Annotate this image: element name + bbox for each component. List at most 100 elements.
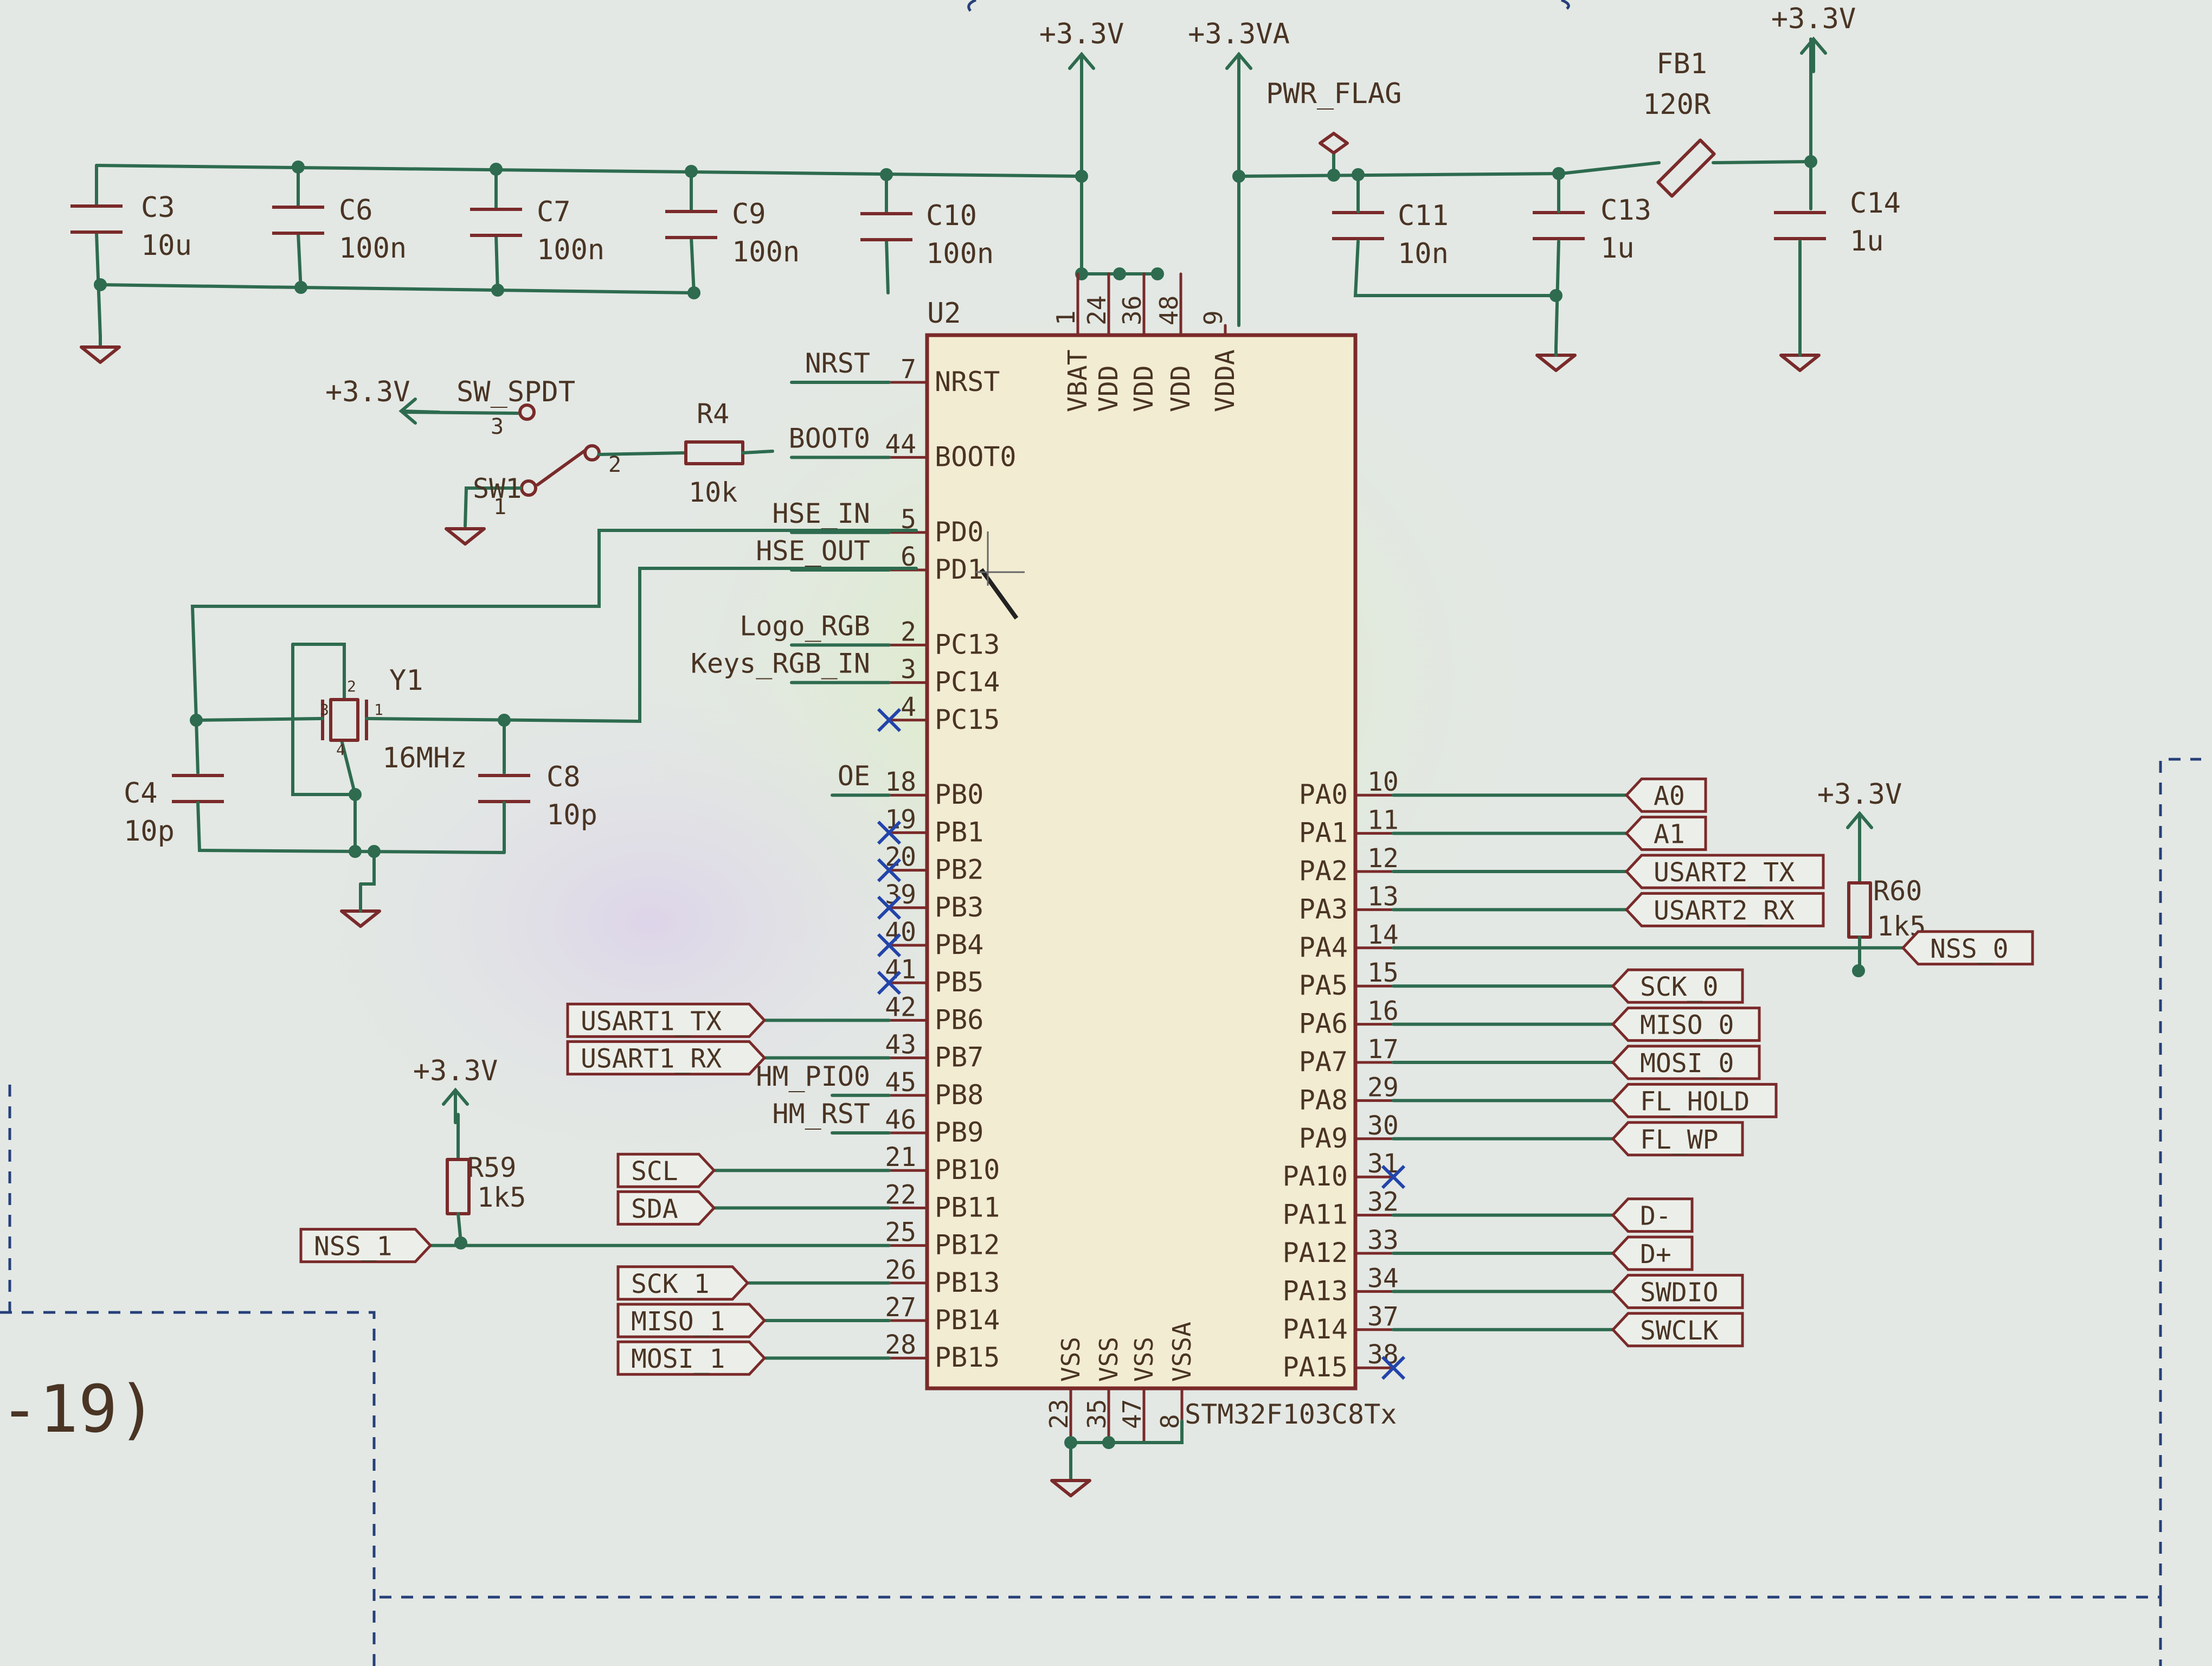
global-label-text: MISO_1 [631, 1306, 725, 1337]
ic-body[interactable] [925, 333, 1358, 1391]
resistor-ref: R4 [697, 398, 729, 430]
ic-pin-number: 9 [1199, 310, 1228, 325]
ic-pin-name: PC14 [935, 667, 1000, 698]
ic-pin-number: 22 [885, 1180, 916, 1210]
global-label-text: USART1_TX [581, 1006, 722, 1036]
ic-u2[interactable]: U2 STM32F103C8Tx [925, 297, 1397, 1430]
decoupling-network-vdd [94, 53, 1164, 338]
capacitor-ref: C9 [732, 198, 766, 230]
global-label-text: USART2_RX [1654, 895, 1795, 926]
global-label[interactable]: SWCLK [1611, 1312, 1744, 1348]
power-symbol: +3.3V [1817, 778, 1902, 848]
ic-pin-number: 16 [1367, 996, 1399, 1027]
ic-pin-name: VSS [1094, 1337, 1123, 1382]
ic-pin-name: PB3 [935, 892, 983, 923]
switch-pin-3: 3 [491, 414, 504, 439]
ic-pin-number: 33 [1367, 1225, 1399, 1255]
ic-pin-number: 11 [1367, 805, 1399, 836]
pwr-flag-label: PWR_FLAG [1266, 78, 1401, 110]
resistor-r60[interactable] [1847, 836, 1872, 977]
fb1-ref: FB1 [1656, 48, 1707, 80]
net-label: Logo_RGB [740, 610, 870, 642]
global-label[interactable]: MISO_0 [1611, 1007, 1761, 1042]
ic-pin-number: 44 [885, 429, 916, 459]
ic-pin-name: VDD [1166, 365, 1196, 412]
global-label[interactable]: SWDIO [1611, 1273, 1744, 1309]
ic-pin-name: PB10 [935, 1154, 1000, 1186]
ic-pin-name: PB6 [935, 1004, 983, 1035]
ic-pin-number: 32 [1367, 1187, 1399, 1218]
global-label[interactable]: A1 [1624, 816, 1707, 851]
resistor-value: 10k [689, 477, 737, 508]
resistor-r4[interactable] [684, 440, 774, 465]
capacitor-ref: C10 [926, 200, 977, 232]
global-label-text: FL_HOLD [1640, 1086, 1750, 1117]
power-symbol: +3.3V [413, 1055, 498, 1124]
ic-ref: U2 [927, 297, 961, 330]
ic-pin-name: VSS [1056, 1337, 1085, 1382]
ic-pin-name: PA15 [1283, 1351, 1348, 1383]
ic-pin-number: 31 [1367, 1149, 1399, 1179]
capacitor-ref: C14 [1850, 187, 1901, 220]
ic-pin-name: PB13 [935, 1267, 1000, 1298]
crystal-y1[interactable]: 3 1 2 4 Y1 16MHz [318, 664, 467, 774]
global-label-text: SDA [631, 1194, 678, 1224]
global-label[interactable]: SDA [616, 1190, 716, 1226]
ic-pin-name: PB11 [935, 1191, 1000, 1223]
capacitor-ref: C3 [141, 191, 175, 224]
power-symbol: +3.3VA [1188, 18, 1290, 88]
ic-pin-name: PB9 [935, 1117, 983, 1148]
global-label[interactable]: USART1_RX [566, 1040, 767, 1076]
global-label-text: D- [1640, 1201, 1671, 1232]
switch-sw1[interactable]: SW_SPDT 3 2 1 SW1 [402, 376, 687, 546]
global-label[interactable]: NSS_1 [299, 1228, 433, 1264]
ic-pin-number: 26 [885, 1255, 916, 1285]
global-label[interactable]: MISO_1 [616, 1303, 767, 1338]
ic-pin-name: PB0 [935, 779, 983, 810]
global-label-text: SWDIO [1640, 1277, 1719, 1308]
ground-symbol [80, 335, 121, 364]
global-label[interactable]: USART2_TX [1624, 854, 1825, 889]
capacitor-ref: C7 [537, 196, 571, 228]
ic-pin-number: 35 [1082, 1399, 1111, 1429]
ic-pin-number: 29 [1367, 1072, 1399, 1103]
global-label[interactable]: FL_WP [1611, 1121, 1744, 1157]
global-label[interactable]: SCL [616, 1152, 716, 1188]
global-label[interactable]: NSS_0 [1901, 930, 2034, 966]
ic-pin-name: PA1 [1299, 817, 1348, 849]
global-label[interactable]: D+ [1611, 1235, 1694, 1271]
global-label-text: A0 [1654, 781, 1685, 811]
resistor-r59[interactable] [446, 1113, 471, 1250]
ic-pin-name: VBAT [1063, 349, 1093, 412]
global-label[interactable]: A0 [1624, 777, 1707, 813]
global-label[interactable]: SCK_1 [616, 1265, 750, 1301]
global-label[interactable]: FL_HOLD [1611, 1082, 1778, 1118]
ic-pin-name: PA9 [1299, 1123, 1348, 1154]
global-label[interactable]: MOSI_0 [1611, 1045, 1761, 1080]
mouse-cursor [976, 531, 1025, 620]
capacitor-value: 100n [339, 232, 407, 265]
global-label[interactable]: SCK_0 [1611, 968, 1744, 1004]
switch-pin-2: 2 [608, 452, 621, 477]
power-label: +3.3V [1039, 18, 1124, 50]
global-label[interactable]: USART2_RX [1624, 892, 1825, 927]
global-label[interactable]: USART1_TX [566, 1002, 767, 1038]
ferrite-bead-fb1[interactable]: FB1 120R [1643, 48, 1716, 198]
resistor-ref: R59 [467, 1152, 516, 1183]
global-label[interactable]: MOSI_1 [616, 1340, 767, 1376]
ic-pin-name: PA5 [1299, 970, 1348, 1001]
ic-pin-number: 38 [1367, 1340, 1399, 1370]
global-label[interactable]: D- [1611, 1197, 1694, 1233]
